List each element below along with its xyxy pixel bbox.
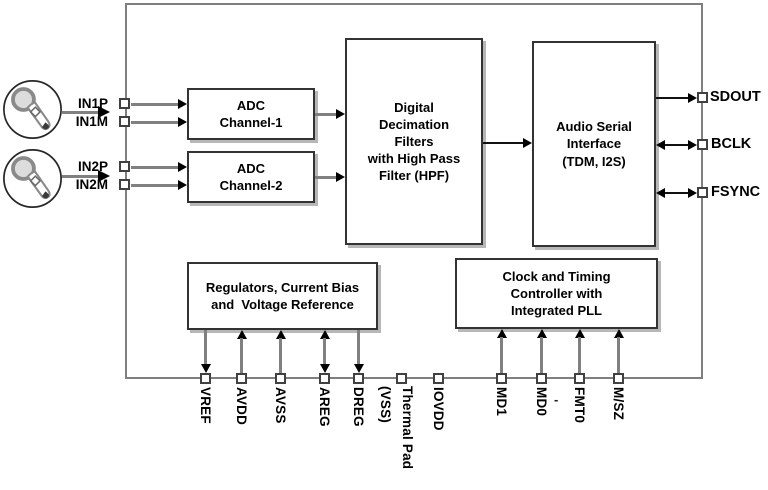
adc1-to-decimation-arrowhead (336, 109, 345, 119)
in2m-to-adc2-arrowhead (178, 180, 187, 190)
md0-arrowhead-up (537, 329, 547, 338)
msz-line (617, 337, 620, 373)
vref-arrowhead-down (201, 364, 211, 373)
sdout-line (656, 97, 688, 99)
pin-label-avdd: AVDD (234, 387, 249, 426)
in2p-to-adc2-arrowhead (178, 162, 187, 172)
pin-label-in1p: IN1P (77, 96, 108, 111)
pin-label-bclk: BCLK (711, 136, 752, 152)
in2m-to-adc2-line (131, 184, 178, 187)
pin-fmt0 (574, 373, 585, 384)
digital-decimation-filters-label: Digital Decimation Filters with High Pas… (367, 99, 461, 184)
fmt0-line (578, 337, 581, 373)
avdd-arrowhead-up (237, 330, 247, 339)
areg-line (323, 338, 326, 366)
mic1-lead-line (62, 111, 99, 114)
adc2-to-decimation-arrowhead (336, 172, 345, 182)
pin-label-in2m: IN2M (75, 177, 108, 192)
adc-channel-2-label: ADC Channel-2 (219, 160, 283, 193)
pin-label-thermal-pad: Thermal Pad (400, 386, 415, 470)
microphone-icon (3, 149, 62, 208)
pin-label-iovdd: IOVDD (431, 387, 446, 431)
md1-arrowhead-up (497, 329, 507, 338)
in1p-to-adc1-arrowhead (178, 99, 187, 109)
fmt0-arrowhead-up (575, 329, 585, 338)
msz-arrowhead-up (614, 329, 624, 338)
clock-timing-pll-block: Clock and Timing Controller with Integra… (455, 258, 658, 329)
pin-msz (613, 373, 624, 384)
adc1-to-decimation-line (315, 113, 336, 116)
adc2-to-decimation-line (315, 176, 336, 179)
audio-serial-interface-label: Audio Serial Interface (TDM, I2S) (556, 119, 632, 169)
pin-label-md0: MD0 (534, 387, 549, 417)
avss-arrowhead-up (276, 330, 286, 339)
microphone-icon (3, 80, 62, 139)
pin-avss (275, 373, 286, 384)
pin-bclk (697, 139, 708, 150)
pin-label-avss: AVSS (273, 387, 288, 424)
digital-decimation-filters-block: Digital Decimation Filters with High Pas… (345, 38, 483, 245)
pin-vref (200, 373, 211, 384)
mic1-arrowhead (98, 106, 110, 118)
pin-in2m (119, 179, 130, 190)
pin-in1m (119, 116, 130, 127)
pin-md0 (536, 373, 547, 384)
decimation-to-asi-line (483, 142, 523, 144)
in2p-to-adc2-line (131, 166, 178, 169)
avdd-line (240, 338, 243, 373)
dreg-line (357, 330, 360, 366)
vref-line (204, 330, 207, 366)
pin-avdd (236, 373, 247, 384)
audio-serial-interface-block: Audio Serial Interface (TDM, I2S) (532, 41, 656, 247)
regulators-block: Regulators, Current Bias and Voltage Ref… (187, 262, 378, 330)
pin-iovdd (433, 373, 444, 384)
clock-timing-pll-label: Clock and Timing Controller with Integra… (502, 268, 611, 319)
pin-label-sdout: SDOUT (710, 89, 761, 105)
adc-channel-1-label: ADC Channel-1 (219, 97, 283, 130)
regulators-label: Regulators, Current Bias and Voltage Ref… (205, 279, 360, 312)
pin-label-fsync: FSYNC (711, 184, 761, 200)
mic2-arrowhead (98, 170, 110, 182)
pin-label-msz: M/SZ (611, 387, 626, 421)
adc-channel-1-block: ADC Channel-1 (187, 88, 315, 140)
bclk-arrowhead-left (656, 140, 665, 150)
pin-label-in1m: IN1M (75, 114, 108, 129)
pin-label-areg: AREG (317, 387, 332, 427)
sdout-arrowhead (688, 93, 697, 103)
fsync-line (665, 192, 688, 194)
pin-fsync (697, 187, 708, 198)
avss-line (279, 338, 282, 373)
md0-line (540, 337, 543, 373)
dash-mark: - (554, 392, 559, 407)
bclk-arrowhead-right (688, 140, 697, 150)
pin-in2p (119, 161, 130, 172)
md1-line (500, 337, 503, 373)
pin-label-dreg: DREG (351, 387, 366, 427)
in1m-to-adc1-line (131, 121, 178, 124)
pin-label-thermal-vss: (VSS) (378, 386, 393, 424)
pin-label-fmt0: FMT0 (572, 387, 587, 424)
in1p-to-adc1-line (131, 103, 178, 106)
pin-label-md1: MD1 (494, 387, 509, 417)
pin-label-in2p: IN2P (77, 159, 108, 174)
pin-areg (319, 373, 330, 384)
areg-arrowhead-up (320, 330, 330, 339)
pin-in1p (119, 98, 130, 109)
fsync-arrowhead-left (656, 188, 665, 198)
fsync-arrowhead-right (688, 188, 697, 198)
dreg-arrowhead-down (354, 364, 364, 373)
bclk-line (665, 144, 688, 146)
mic2-lead-line (62, 175, 99, 178)
pin-sdout (697, 92, 708, 103)
decimation-to-asi-arrowhead (523, 138, 532, 148)
pin-label-vref: VREF (198, 387, 213, 424)
in1m-to-adc1-arrowhead (178, 117, 187, 127)
areg-arrowhead-down (320, 364, 330, 373)
pin-md1 (496, 373, 507, 384)
pin-dreg (353, 373, 364, 384)
pin-thermal-pad (396, 373, 407, 384)
adc-channel-2-block: ADC Channel-2 (187, 151, 315, 203)
